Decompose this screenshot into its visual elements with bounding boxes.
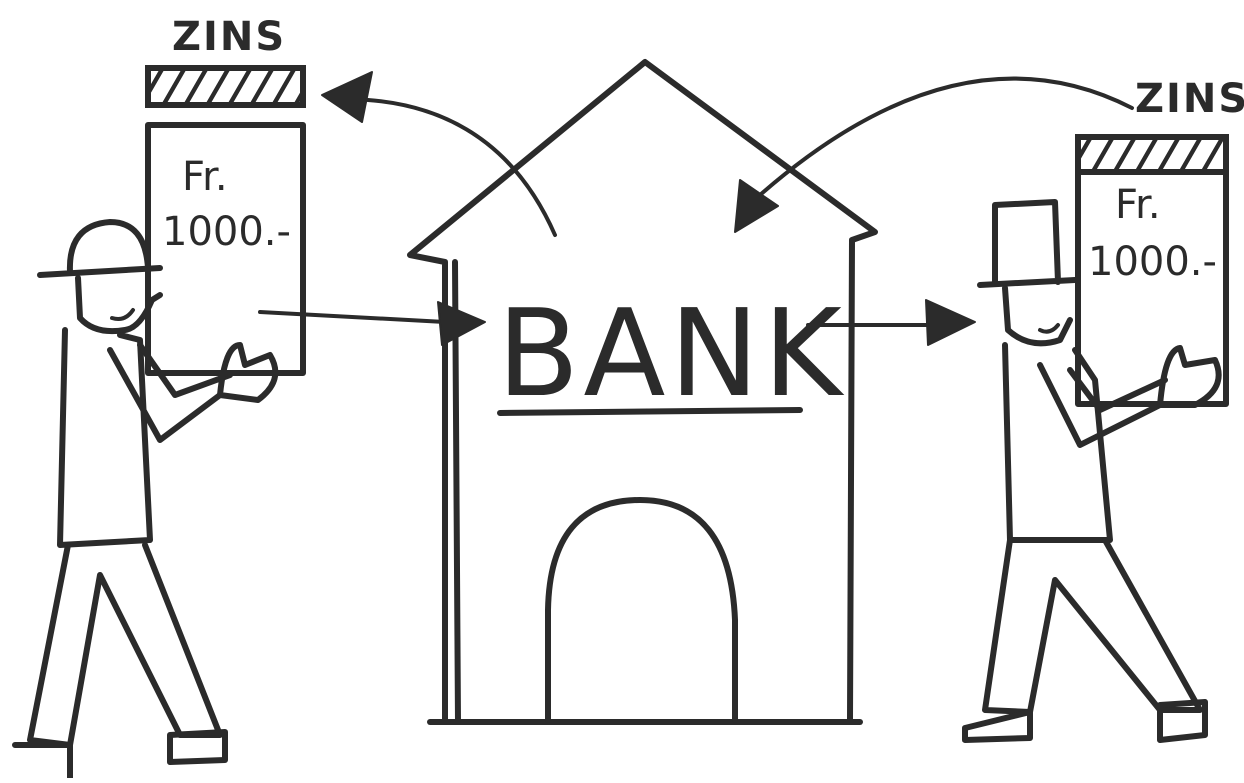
right-person-legs <box>985 540 1200 712</box>
right-person-hand <box>1160 348 1219 405</box>
bank-door <box>548 500 735 720</box>
bank-sign-label: BANK <box>497 285 846 424</box>
right-interest-label: ZINS <box>1135 76 1244 122</box>
left-note-currency: Fr. <box>182 154 228 200</box>
left-note-amount: 1000.- <box>162 209 291 255</box>
right-person-head <box>1005 288 1070 343</box>
left-person-legs <box>30 545 220 745</box>
right-person-top-hat <box>980 202 1075 285</box>
interest-payout-arrow-head <box>322 72 372 122</box>
bank-building: BANK <box>410 62 875 722</box>
right-note-currency: Fr. <box>1115 182 1161 228</box>
left-person-body <box>60 330 150 545</box>
deposit-arrow-head <box>438 302 485 345</box>
right-borrower: Fr. 1000.- ZINS <box>965 76 1244 740</box>
left-person-arm <box>110 345 230 440</box>
interest-income-arrow-head <box>735 180 778 232</box>
right-note-amount: 1000.- <box>1088 239 1217 285</box>
right-person-body <box>1005 345 1110 540</box>
left-depositor: Fr. 1000.- ZINS <box>15 14 303 778</box>
right-person-smile <box>1040 325 1058 332</box>
left-interest-label: ZINS <box>172 14 286 60</box>
right-interest-bar <box>1078 137 1226 172</box>
left-interest-bar <box>148 68 303 105</box>
left-person-hat <box>40 222 160 275</box>
loan-arrow-head <box>926 300 975 345</box>
deposit-arrow-line <box>260 312 445 322</box>
left-person-smile <box>112 310 133 319</box>
left-person-feet <box>15 732 225 778</box>
